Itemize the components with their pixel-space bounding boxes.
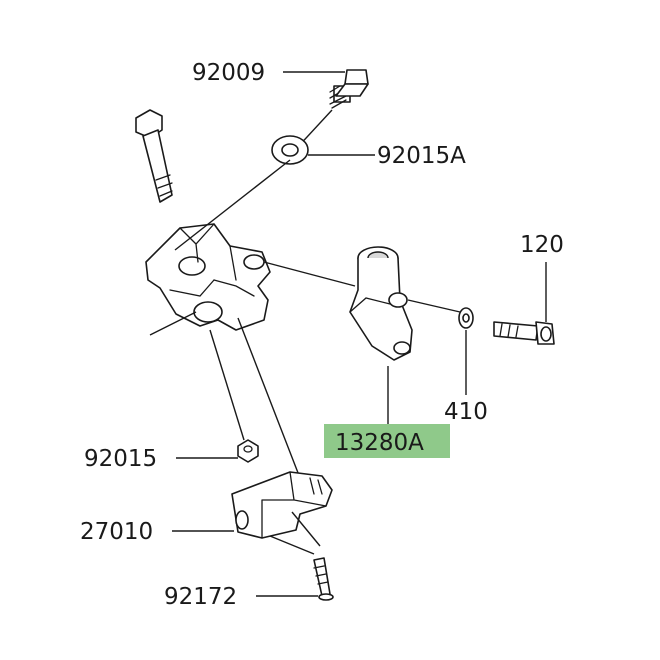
washer-410-part[interactable] xyxy=(458,307,474,329)
part-to-washer-line xyxy=(407,299,461,313)
screw-92172-part[interactable] xyxy=(313,557,334,601)
highlight-box xyxy=(324,424,450,458)
bracket-to-screw-line-2 xyxy=(269,535,315,555)
handlebar-clamp-body[interactable] xyxy=(145,223,271,331)
shaft-line-left xyxy=(209,329,245,441)
shaft-line-right xyxy=(237,317,301,479)
bracket-to-screw-line xyxy=(291,511,321,547)
clamp-to-part-line xyxy=(263,261,356,287)
bolt-92009-part[interactable] xyxy=(329,69,369,109)
left-leader-line xyxy=(149,311,197,336)
callout-27010[interactable]: 27010 xyxy=(80,519,153,545)
callout-13280A[interactable]: 13280A xyxy=(335,430,424,456)
bolt-axis-line xyxy=(174,159,291,251)
callout-92015A[interactable]: 92015A xyxy=(377,143,466,169)
nut-92015-part[interactable] xyxy=(237,439,259,463)
callout-120[interactable]: 120 xyxy=(520,232,564,258)
callout-92009[interactable]: 92009 xyxy=(192,60,265,86)
clamp-13280A-part[interactable] xyxy=(349,246,413,361)
long-bolt-part[interactable] xyxy=(135,109,173,203)
callout-410[interactable]: 410 xyxy=(444,399,488,425)
bolt-120-part[interactable] xyxy=(493,321,555,345)
bracket-27010-part[interactable] xyxy=(231,471,333,539)
callout-92172[interactable]: 92172 xyxy=(164,584,237,610)
callout-92015[interactable]: 92015 xyxy=(84,446,157,472)
grommet-92015A-part[interactable] xyxy=(271,135,309,165)
